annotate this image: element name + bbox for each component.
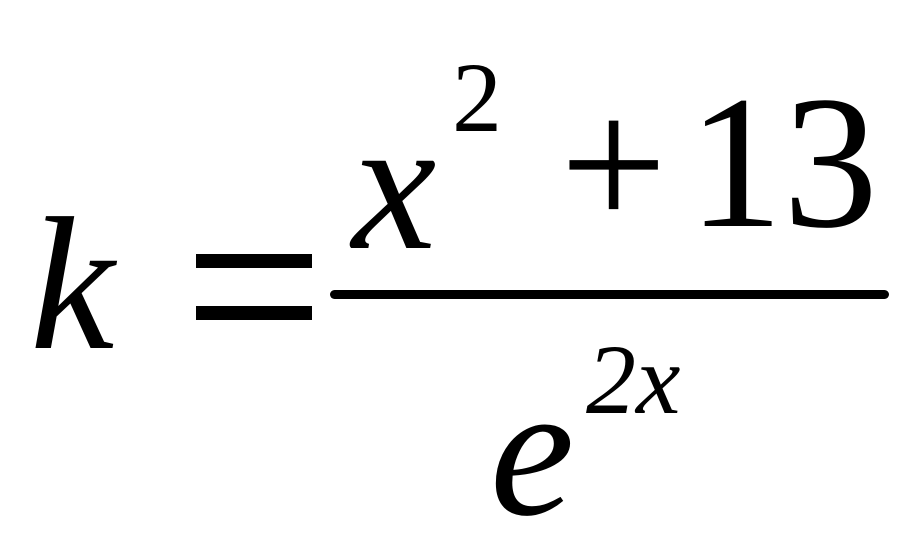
denominator-exponent: 2x [586, 324, 681, 435]
numerator-plus-operator: + [560, 60, 668, 270]
math-formula: k x 2 + 13 e 2x [30, 42, 889, 556]
numerator-constant: 13 [688, 58, 878, 268]
numerator-exponent: 2 [452, 42, 502, 153]
numerator-base: x [352, 80, 437, 290]
equals-sign-bottom-bar [196, 306, 312, 320]
equals-sign-top-bar [196, 254, 312, 268]
formula-lhs-variable: k [30, 180, 115, 390]
fraction-bar [330, 290, 889, 299]
denominator-base: e [490, 346, 575, 556]
